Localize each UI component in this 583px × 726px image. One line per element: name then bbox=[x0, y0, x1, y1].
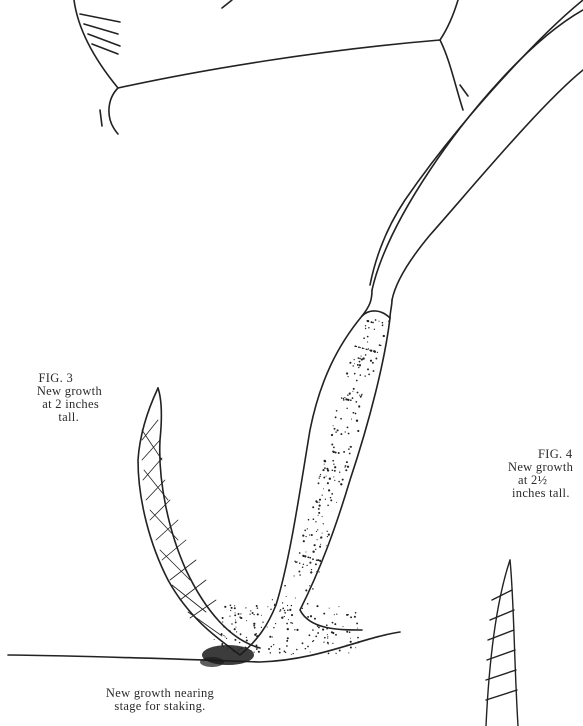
main-caption-line-2: stage for staking. bbox=[72, 700, 248, 713]
fig3-line-2: at 2 inches bbox=[0, 398, 104, 411]
main-growth-caption: New growth nearing stage for staking. bbox=[72, 687, 248, 713]
crosshatch-texture bbox=[142, 420, 222, 636]
fig4-caption: FIG. 4 New growth at 2½ inches tall. bbox=[508, 448, 573, 500]
pot-base-drawing bbox=[74, 0, 468, 134]
fig4-shoot-drawing bbox=[486, 560, 518, 726]
fig4-line-3: inches tall. bbox=[508, 487, 573, 500]
fig3-caption: FIG. 3 New growth at 2 inches tall. bbox=[0, 372, 104, 424]
fig3-line-3: tall. bbox=[0, 411, 104, 424]
soil-shading bbox=[200, 645, 254, 667]
